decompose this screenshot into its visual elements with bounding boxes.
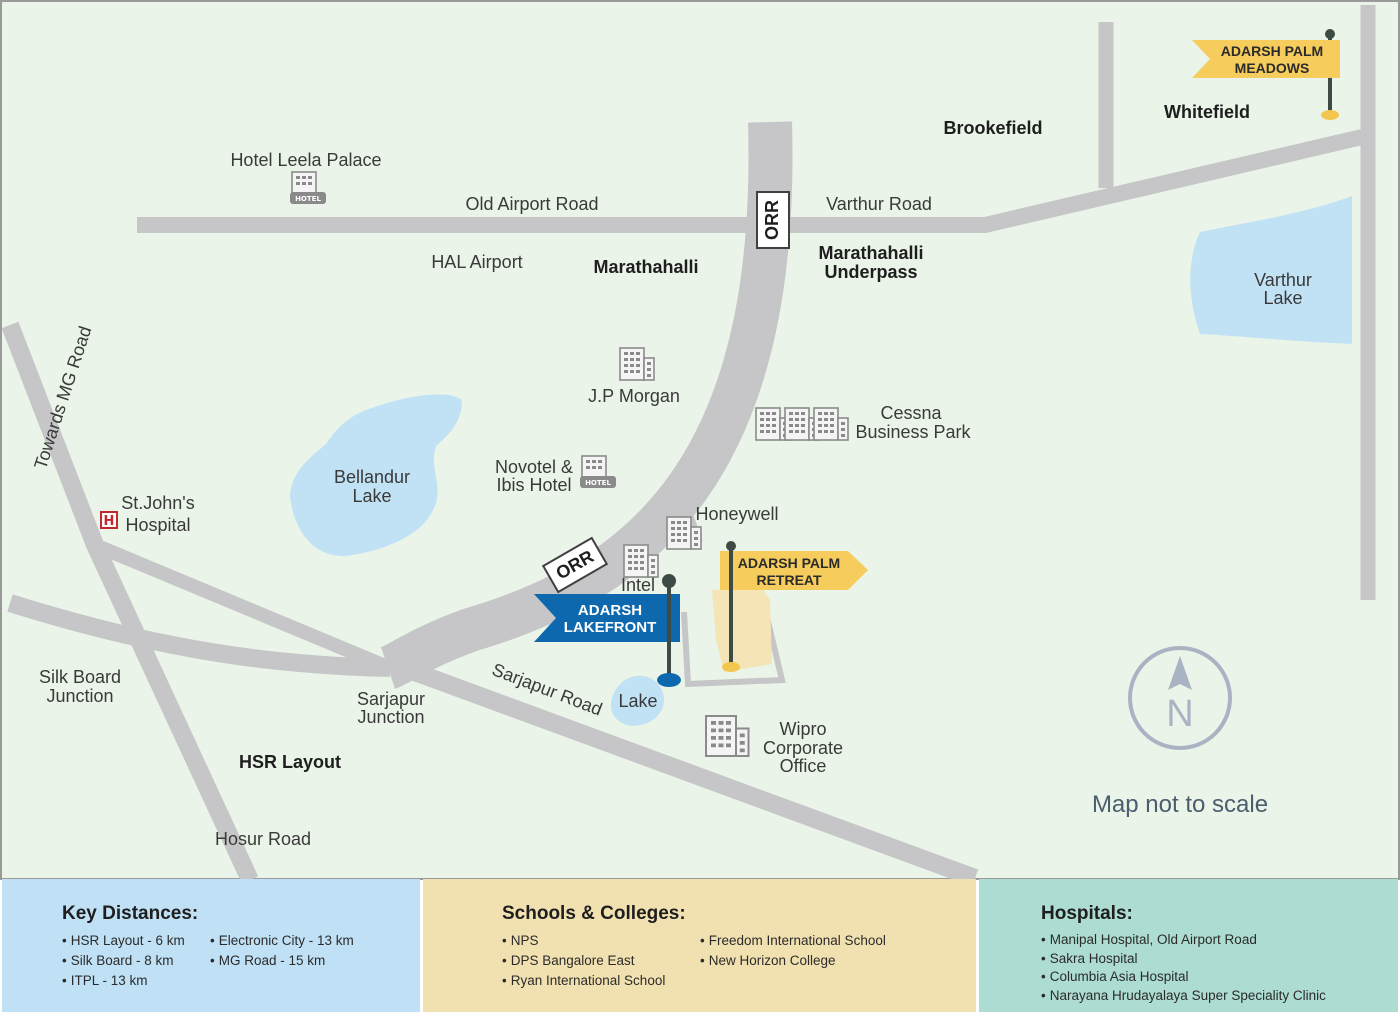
place-label: Silk Board [39,667,121,687]
adarsh-palm-retreat-marker: ADARSH PALM RETREAT [720,541,868,672]
lake-label: Lake [352,486,391,506]
road-network [1,5,1376,887]
old-airport-varthur-road [137,129,1364,233]
list-item: Freedom International School [700,931,886,951]
flag-label: ADARSH [578,602,642,619]
panel-title: Hospitals: [1041,903,1133,924]
flag-label: ADARSH PALM [738,555,840,571]
place-label: Ibis Hotel [496,475,571,495]
flag-label: RETREAT [756,572,822,588]
place-label: Whitefield [1164,102,1250,122]
place-label: HAL Airport [431,252,522,272]
road-label: Old Airport Road [465,194,598,214]
place-label: Corporate [763,738,843,758]
varthur-lake [1190,196,1352,344]
place-label: Marathahalli [593,257,698,277]
orr-label: ORR [762,200,782,240]
road-label: Varthur Road [826,194,932,214]
sarjapur-road [400,659,979,887]
small-lake [610,675,664,726]
distance-list: Electronic City - 13 km MG Road - 15 km [210,931,354,991]
list-item: MG Road - 15 km [210,951,354,971]
list-item: Electronic City - 13 km [210,931,354,951]
list-item: HSR Layout - 6 km [62,931,210,951]
schools-colleges-panel: Schools & Colleges: NPS DPS Bangalore Ea… [423,879,976,1012]
adarsh-lakefront-marker: ADARSH LAKEFRONT [534,574,681,687]
place-label: HSR Layout [239,752,341,772]
hotel-icon: HOTEL [580,455,616,488]
place-label: Brookefield [943,118,1042,138]
flag-label: MEADOWS [1235,60,1310,76]
list-item: New Horizon College [700,951,886,971]
lake-label: Bellandur [334,467,410,487]
flag-label: ADARSH PALM [1221,43,1323,59]
place-label: Wipro [779,719,826,739]
list-item: Ryan International School [502,971,700,991]
list-item: Narayana Hrudayalaya Super Speciality Cl… [1041,987,1398,1006]
place-label: Intel [621,575,655,595]
place-label: Honeywell [695,504,778,524]
panel-title: Schools & Colleges: [502,903,686,924]
svg-text:N: N [1166,693,1193,735]
adarsh-palm-retreat-plot [712,588,772,672]
distance-list: HSR Layout - 6 km Silk Board - 8 km ITPL… [62,931,210,991]
list-item: DPS Bangalore East [502,951,700,971]
compass-icon: N [1128,646,1232,750]
adarsh-palm-meadows-marker: ADARSH PALM MEADOWS [1192,29,1340,120]
place-label: St.John's [121,493,194,513]
place-label: J.P Morgan [588,386,680,406]
scale-note: Map not to scale [1092,791,1268,818]
place-label: Marathahalli [818,243,923,263]
flag-label: LAKEFRONT [564,619,657,636]
place-label: Business Park [855,422,971,442]
svg-text:H: H [104,514,115,529]
hospital-icon: H [100,511,118,529]
place-label: Junction [46,686,113,706]
mg-road-link [92,538,393,675]
svg-text:HOTEL: HOTEL [585,479,611,487]
service-road [653,495,703,544]
lake-label: Lake [618,691,657,711]
bellandur-lake [290,394,462,556]
hotel-icon: HOTEL [290,171,326,204]
outer-ring-road [379,121,793,689]
list-item: ITPL - 13 km [62,971,210,991]
list-item: Silk Board - 8 km [62,951,210,971]
place-label: Sarjapur [357,689,425,709]
key-distances-panel: Key Distances: HSR Layout - 6 km Silk Bo… [2,879,420,1012]
silk-board-road [7,594,391,677]
panel-title: Key Distances: [62,903,199,924]
place-label: Underpass [824,262,917,282]
hospital-list: Manipal Hospital, Old Airport Road Sakra… [1041,931,1398,1005]
svg-text:HOTEL: HOTEL [295,195,321,203]
place-label: Cessna [880,403,942,423]
place-label: Hospital [125,515,190,535]
list-item: Sakra Hospital [1041,950,1398,969]
list-item: NPS [502,931,700,951]
orr-sign-north: ORR [756,191,790,249]
place-label: Novotel & [495,457,573,477]
school-list: NPS DPS Bangalore East Ryan Internationa… [502,931,700,991]
road-label: Hosur Road [215,829,311,849]
lake-label: Lake [1263,288,1302,308]
place-label: Office [780,756,827,776]
school-list: Freedom International School New Horizon… [700,931,886,991]
place-label: Hotel Leela Palace [230,150,381,170]
hospitals-panel: Hospitals: Manipal Hospital, Old Airport… [979,879,1398,1012]
list-item: Columbia Asia Hospital [1041,968,1398,987]
place-label: Junction [357,707,424,727]
list-item: Manipal Hospital, Old Airport Road [1041,931,1398,950]
lake-label: Varthur [1254,270,1312,290]
